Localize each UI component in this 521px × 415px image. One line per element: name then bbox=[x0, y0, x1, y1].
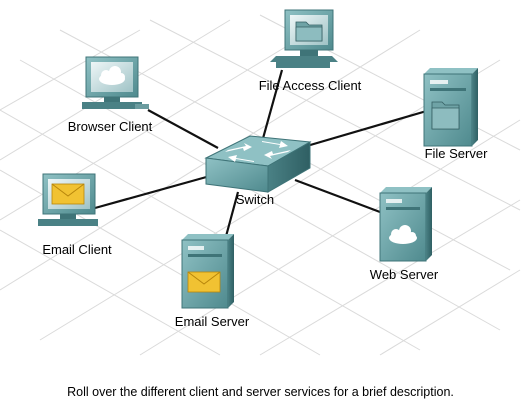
label-email-client: Email Client bbox=[42, 242, 112, 257]
label-file-access-client: File Access Client bbox=[259, 78, 362, 93]
file-server[interactable] bbox=[423, 68, 478, 147]
envelope-icon bbox=[187, 271, 221, 293]
envelope-icon bbox=[51, 183, 85, 205]
switch-arrows-icon bbox=[225, 141, 291, 162]
web-server[interactable] bbox=[379, 187, 432, 262]
instruction-caption: Roll over the different client and serve… bbox=[67, 385, 454, 399]
email-server[interactable] bbox=[181, 234, 234, 309]
cloud-icon bbox=[389, 225, 417, 244]
file-access-client[interactable] bbox=[270, 9, 338, 68]
email-client[interactable] bbox=[38, 173, 98, 226]
link-email-client bbox=[94, 174, 211, 210]
label-switch: Switch bbox=[236, 192, 274, 207]
link-email-server bbox=[223, 191, 240, 241]
link-file-server bbox=[299, 108, 431, 150]
link-file-access-client bbox=[260, 69, 284, 143]
browser-client[interactable] bbox=[82, 56, 149, 109]
folder-icon bbox=[295, 21, 323, 42]
link-web-server bbox=[294, 178, 381, 214]
network-links bbox=[94, 69, 431, 241]
folder-icon bbox=[431, 101, 460, 130]
label-web-server: Web Server bbox=[370, 267, 439, 282]
label-browser-client: Browser Client bbox=[68, 119, 153, 134]
label-file-server: File Server bbox=[425, 146, 489, 161]
switch-device[interactable] bbox=[204, 135, 312, 193]
cloud-icon bbox=[99, 66, 125, 85]
link-browser-client bbox=[147, 109, 219, 149]
label-email-server: Email Server bbox=[175, 314, 250, 329]
